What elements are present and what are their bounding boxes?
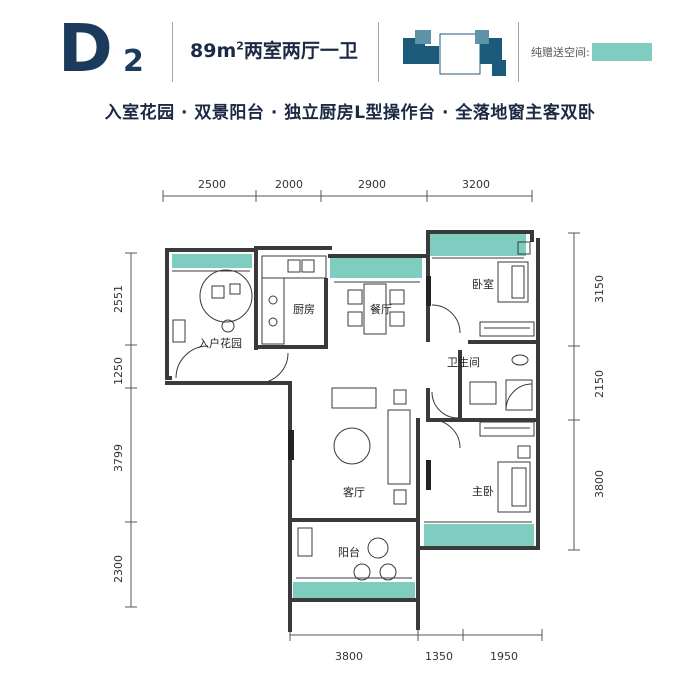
dim-bottom-3: 1950 — [490, 650, 518, 663]
dim-top-2: 2000 — [275, 178, 303, 191]
dim-bottom-1: 3800 — [335, 650, 363, 663]
divider — [518, 22, 519, 82]
unit-number: 2 — [123, 44, 144, 79]
dim-top-4: 3200 — [462, 178, 490, 191]
layout-text: 两室两厅一卫 — [243, 40, 358, 62]
garden-furniture — [172, 269, 253, 343]
room-bedroom: 卧室 — [472, 277, 494, 291]
door-swings — [175, 304, 461, 449]
unit-letter: D — [58, 10, 113, 87]
bonus-master-strip — [424, 524, 534, 546]
area-title: 89m2两室两厅一卫 — [190, 36, 358, 63]
window-blocks — [288, 276, 431, 490]
kitchen-fixtures — [261, 255, 327, 345]
dim-top-1: 2500 — [198, 178, 226, 191]
dim-bottom-lines — [289, 629, 543, 641]
area-value: 89m — [190, 40, 237, 62]
door-master — [431, 419, 461, 449]
area-sup: 2 — [236, 39, 244, 53]
bonus-areas — [172, 234, 534, 600]
dim-left-2: 1250 — [112, 357, 125, 385]
bonus-bedroom-strip — [430, 234, 526, 256]
legend-label: 纯赠送空间: — [531, 46, 590, 59]
room-balcony: 阳台 — [338, 545, 360, 559]
door-entrance — [257, 352, 289, 384]
dining-table — [347, 283, 405, 335]
dim-top-3: 2900 — [358, 178, 386, 191]
dim-right-3: 3800 — [593, 470, 606, 498]
dim-left-4: 2300 — [112, 555, 125, 583]
room-bathroom: 卫生间 — [447, 355, 480, 369]
bathroom-fixtures — [469, 354, 533, 411]
door-bedroom — [431, 304, 461, 334]
walls — [165, 230, 540, 632]
dim-right-1: 3150 — [593, 275, 606, 303]
tagline: 入室花园 · 双景阳台 · 独立厨房L型操作台 · 全落地窗主客双卧 — [104, 103, 596, 123]
door-entry-garden — [175, 345, 209, 379]
bedroom-furniture — [479, 241, 535, 337]
divider — [172, 22, 173, 82]
dim-left-1: 2551 — [112, 285, 125, 313]
legend-swatch — [592, 43, 652, 61]
room-entry-garden: 入户花园 — [198, 336, 242, 350]
bonus-balcony-strip — [293, 582, 415, 600]
bonus-kitchen-strip — [330, 258, 422, 278]
dim-right-2: 2150 — [593, 370, 606, 398]
dim-bottom-2: 1350 — [425, 650, 453, 663]
room-master: 主卧 — [472, 485, 494, 498]
divider — [378, 22, 379, 82]
balcony-furniture — [297, 527, 397, 581]
bonus-garden-strip — [172, 254, 252, 268]
dim-right-lines — [568, 232, 580, 551]
room-kitchen: 厨房 — [293, 303, 315, 316]
room-dining: 餐厅 — [370, 302, 392, 316]
dim-left-3: 3799 — [112, 444, 125, 472]
master-furniture — [479, 421, 535, 513]
dim-top-lines — [162, 190, 533, 202]
living-furniture — [331, 387, 411, 505]
room-living: 客厅 — [343, 485, 365, 499]
dim-left-lines — [125, 252, 137, 608]
door-bathroom — [431, 391, 459, 419]
